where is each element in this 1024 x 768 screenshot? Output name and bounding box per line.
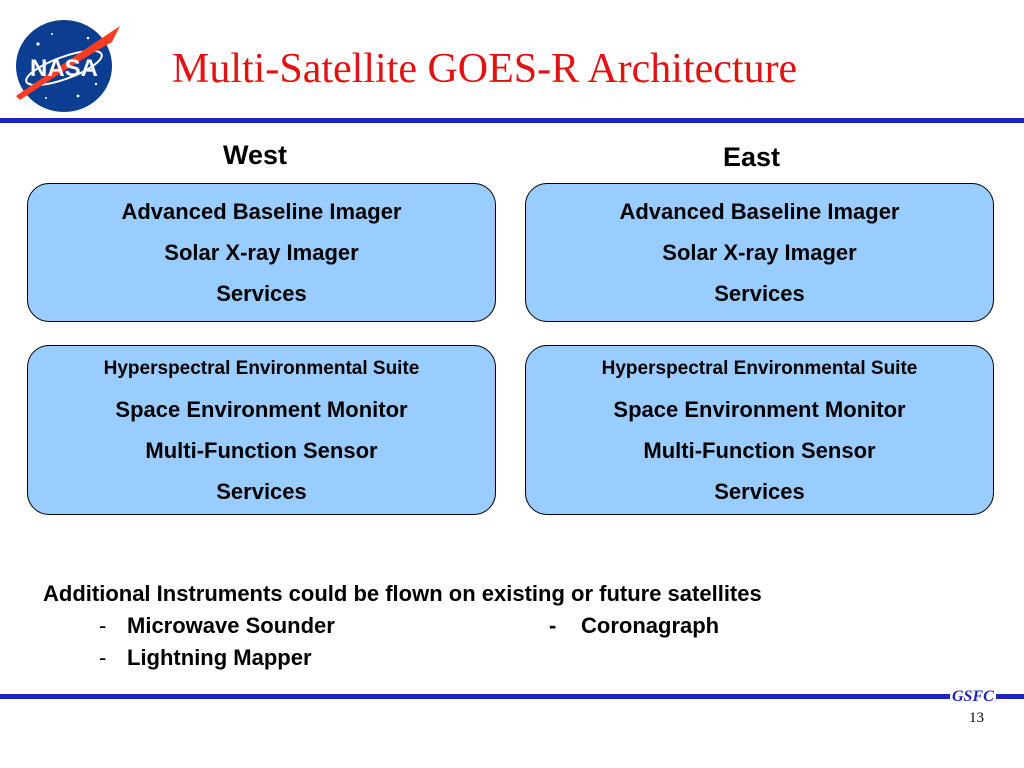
west-heading: West — [223, 140, 288, 170]
instrument-label: Services — [714, 479, 805, 504]
instrument-label: Services — [216, 479, 307, 504]
footer-rule — [0, 694, 1024, 699]
instrument-label: Services — [714, 281, 805, 306]
instrument-label: Multi-Function Sensor — [643, 438, 876, 463]
additional-heading: Additional Instruments could be flown on… — [43, 581, 762, 606]
list-item: - Lightning Mapper — [43, 642, 762, 674]
instrument-label: Hyperspectral Environmental Suite — [103, 358, 420, 379]
instrument-label: Advanced Baseline Imager — [619, 199, 900, 224]
additional-instruments: Additional Instruments could be flown on… — [43, 578, 762, 674]
list-item: - Microwave Sounder - Coronagraph — [43, 610, 762, 642]
header-rule — [0, 118, 1024, 123]
east-instrument-box-1: Advanced Baseline Imager Solar X-ray Ima… — [525, 183, 994, 322]
instrument-label: Hyperspectral Environmental Suite — [601, 358, 918, 379]
west-instrument-box-1: Advanced Baseline Imager Solar X-ray Ima… — [27, 183, 496, 322]
bullet-dash: - — [549, 613, 557, 638]
svg-text:NASA: NASA — [30, 55, 98, 82]
list-item-label: Microwave Sounder — [127, 613, 335, 638]
east-instrument-box-2: Hyperspectral Environmental Suite Space … — [525, 345, 994, 515]
instrument-label: Services — [216, 281, 307, 306]
instrument-label: Multi-Function Sensor — [145, 438, 378, 463]
nasa-logo: NASA — [16, 20, 120, 112]
west-instrument-box-2: Hyperspectral Environmental Suite Space … — [27, 345, 496, 515]
bullet-dash: - — [99, 645, 107, 670]
list-item-label: Coronagraph — [581, 613, 720, 638]
instrument-label: Advanced Baseline Imager — [121, 199, 402, 224]
page-number: 13 — [969, 710, 984, 726]
east-heading: East — [723, 142, 781, 172]
page-title: Multi-Satellite GOES-R Architecture — [172, 46, 798, 92]
instrument-label: Space Environment Monitor — [115, 397, 408, 422]
footer-org: GSFC — [950, 688, 996, 706]
instrument-label: Solar X-ray Imager — [164, 240, 359, 265]
list-item-label: Lightning Mapper — [127, 645, 312, 670]
bullet-dash: - — [99, 613, 107, 638]
instrument-label: Space Environment Monitor — [613, 397, 906, 422]
instrument-label: Solar X-ray Imager — [662, 240, 857, 265]
